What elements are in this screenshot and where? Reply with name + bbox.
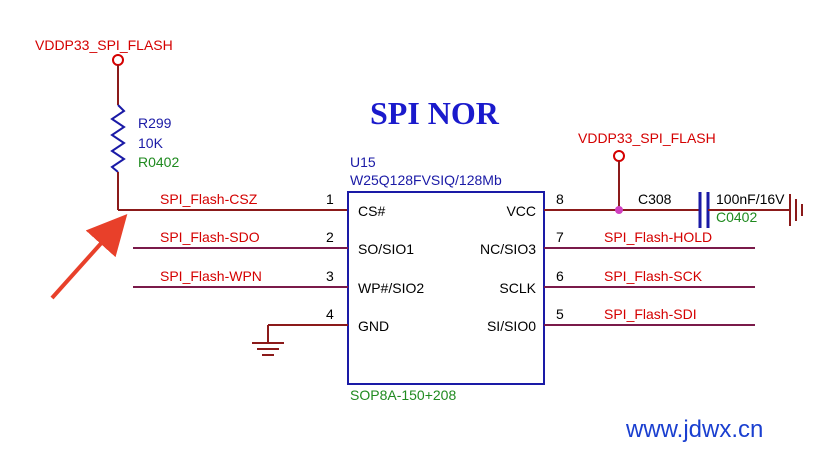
net-label-hold: SPI_Flash-HOLD xyxy=(604,229,712,245)
resistor-value: 10K xyxy=(138,135,164,151)
pin-number-5: 5 xyxy=(556,306,564,322)
pin-number-7: 7 xyxy=(556,229,564,245)
net-label-sdi: SPI_Flash-SDI xyxy=(604,306,697,322)
pin-name-wp: WP#/SIO2 xyxy=(358,280,424,296)
pin-name-gnd: GND xyxy=(358,318,389,334)
power-net-label-left: VDDP33_SPI_FLASH xyxy=(35,37,173,53)
watermark: www.jdwx.cn xyxy=(625,416,763,443)
resistor-ref: R299 xyxy=(138,115,172,131)
ground-icon xyxy=(252,342,284,356)
pin-name-sio3: NC/SIO3 xyxy=(480,241,536,257)
pin-number-2: 2 xyxy=(326,229,334,245)
ground-icon-right xyxy=(789,194,803,226)
resistor-symbol xyxy=(110,104,126,173)
ic-package: SOP8A-150+208 xyxy=(350,387,456,403)
capacitor-package: C0402 xyxy=(716,209,757,225)
pin-name-cs: CS# xyxy=(358,203,385,219)
pin-number-3: 3 xyxy=(326,268,334,284)
pin-number-4: 4 xyxy=(326,306,334,322)
net-label-wpn: SPI_Flash-WPN xyxy=(160,268,262,284)
pin-name-vcc: VCC xyxy=(506,203,536,219)
pin-name-so: SO/SIO1 xyxy=(358,241,414,257)
ic-ref: U15 xyxy=(350,154,376,170)
net-label-sck: SPI_Flash-SCK xyxy=(604,268,703,284)
resistor-package: R0402 xyxy=(138,154,179,170)
pin-name-sclk: SCLK xyxy=(499,280,536,296)
net-label-csz: SPI_Flash-CSZ xyxy=(160,191,258,207)
pin-number-1: 1 xyxy=(326,191,334,207)
net-label-sdo: SPI_Flash-SDO xyxy=(160,229,260,245)
pin-number-8: 8 xyxy=(556,191,564,207)
capacitor-value: 100nF/16V xyxy=(716,191,785,207)
power-net-label-vcc: VDDP33_SPI_FLASH xyxy=(578,130,716,146)
junction-dot xyxy=(615,206,623,214)
pointer-arrow xyxy=(50,214,128,300)
pin-name-sio0: SI/SIO0 xyxy=(487,318,536,334)
ic-part-number: W25Q128FVSIQ/128Mb xyxy=(350,172,502,188)
power-port-left xyxy=(112,54,124,66)
capacitor-ref: C308 xyxy=(638,191,672,207)
power-port-vcc xyxy=(613,150,625,162)
pin-number-6: 6 xyxy=(556,268,564,284)
diagram-title: SPI NOR xyxy=(370,95,500,131)
ic-body xyxy=(347,191,545,385)
